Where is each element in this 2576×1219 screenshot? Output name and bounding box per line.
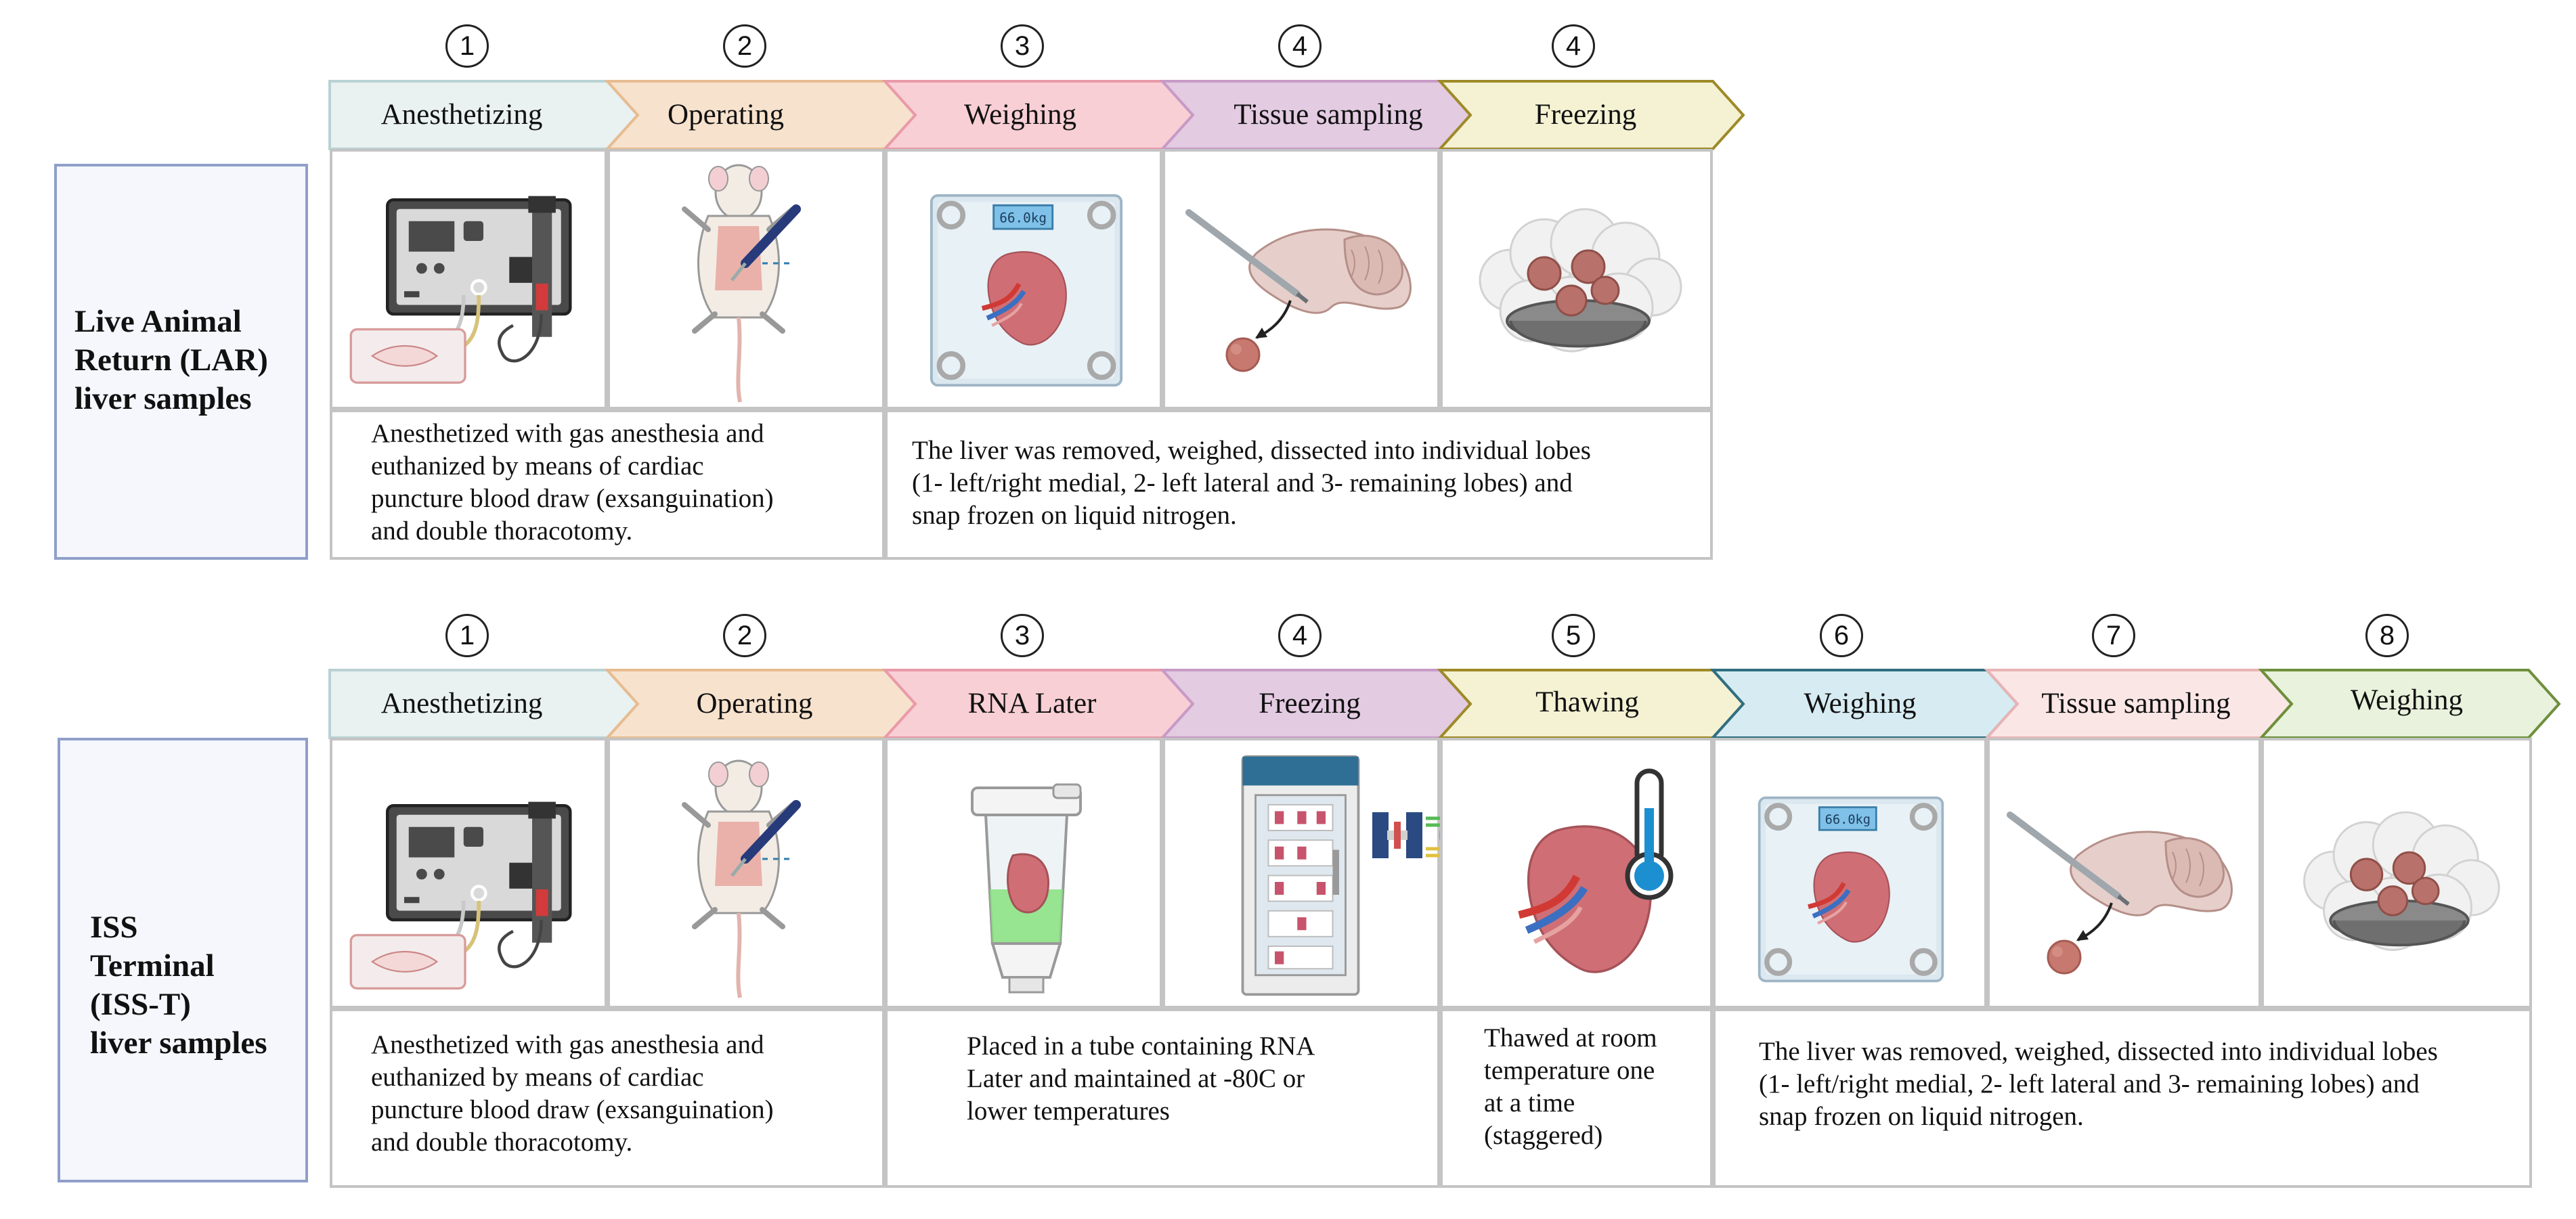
description-panel [885, 1009, 1440, 1188]
step-number-circle: 1 [445, 614, 489, 657]
image-panel [885, 738, 1162, 1009]
description-line: at a time [1484, 1088, 1575, 1117]
step-label-anesthetizing: Anesthetizing [380, 99, 543, 131]
tissue-sampling-icon [2003, 795, 2247, 984]
row-lar-title-line: Return (LAR) [74, 342, 268, 378]
step-number-circle: 8 [2365, 614, 2409, 657]
description-line: lower temperatures [967, 1096, 1170, 1126]
scale-display: 66.0kg [999, 210, 1047, 225]
step-label-freezing: Freezing [1534, 99, 1637, 131]
row-isst-title-box [58, 738, 308, 1182]
scale-display: 66.0kg [1825, 813, 1871, 827]
description-panel [1713, 1009, 2532, 1188]
description-panel [1440, 1009, 1713, 1188]
description-liver-processing: The liver was removed, weighed, dissecte… [1759, 1036, 2438, 1133]
step-number-circle: 2 [723, 24, 766, 68]
description-anesthesia: Anesthetized with gas anesthesia and eut… [371, 1029, 774, 1159]
step-number-circle: 3 [1001, 24, 1044, 68]
image-panel [330, 738, 607, 1009]
mouse-surgery-icon [678, 757, 813, 1001]
description-line: The liver was removed, weighed, dissecte… [1759, 1037, 2438, 1066]
step-number-circle: 4 [1278, 614, 1322, 657]
step-label-freezing: Freezing [1259, 688, 1361, 719]
image-panel [1162, 738, 1440, 1009]
step-label-rna-later: RNA Later [967, 688, 1097, 719]
thermometer-icon [1622, 768, 1676, 903]
row-lar-title: Live Animal Return (LAR) liver samples [74, 303, 268, 418]
description-line: Anesthetized with gas anesthesia and [371, 1030, 764, 1059]
description-line: The liver was removed, weighed, dissecte… [912, 436, 1591, 465]
description-panel [885, 409, 1713, 560]
image-panel [330, 149, 607, 409]
step-number-circle: 7 [2092, 614, 2135, 657]
description-rna-later: Placed in a tube containing RNA Later an… [967, 1030, 1315, 1128]
description-line: (1- left/right medial, 2- left lateral a… [1759, 1069, 2420, 1099]
step-label-operating: Operating [696, 688, 813, 719]
image-panel: 66.0kg [1713, 738, 1987, 1009]
row-lar-title-box [54, 164, 308, 560]
description-line: and double thoracotomy. [371, 516, 633, 546]
scale-with-liver-icon: 66.0kg [928, 192, 1125, 389]
step-number-circle: 3 [1001, 614, 1044, 657]
freezing-bowl-icon [2294, 808, 2504, 967]
step-number-circle: 6 [1820, 614, 1863, 657]
step-number-circle: 2 [723, 614, 766, 657]
description-line: and double thoracotomy. [371, 1128, 633, 1157]
step-label-weighing: Weighing [2350, 684, 2464, 716]
image-panel [1440, 149, 1713, 409]
image-panel [2261, 738, 2532, 1009]
row-isst-title-line: (ISS-T) [90, 987, 191, 1022]
step-label-tissue-sampling: Tissue sampling [1234, 99, 1423, 131]
description-line: puncture blood draw (exsanguination) [371, 1095, 774, 1124]
row-isst-title-line: liver samples [90, 1025, 267, 1061]
image-panel [1987, 738, 2261, 1009]
description-line: puncture blood draw (exsanguination) [371, 484, 774, 513]
step-number-circle: 4 [1278, 24, 1322, 68]
step-label-weighing: Weighing [1804, 688, 1917, 719]
step-number-circle: 5 [1552, 614, 1595, 657]
scale-with-liver-icon: 66.0kg [1756, 795, 1946, 984]
description-line: (1- left/right medial, 2- left lateral a… [912, 468, 1573, 497]
image-panel [1440, 738, 1713, 1009]
freezer-icon [1236, 749, 1365, 1002]
image-panel [607, 149, 885, 409]
row-lar-title-line: Live Animal [74, 304, 242, 339]
step-label-anesthetizing: Anesthetizing [380, 688, 543, 719]
step-number-circle: 4 [1552, 24, 1595, 68]
image-panel: 66.0kg [885, 149, 1162, 409]
description-line: snap frozen on liquid nitrogen. [1759, 1102, 2084, 1131]
step-label-thawing: Thawing [1535, 686, 1639, 718]
description-line: euthanized by means of cardiac [371, 451, 704, 481]
description-line: Later and maintained at -80C or [967, 1064, 1305, 1093]
step-label-weighing: Weighing [963, 99, 1077, 131]
description-line: Thawed at room [1484, 1023, 1657, 1052]
description-panel [330, 1009, 885, 1188]
anesthesia-machine-icon [349, 788, 593, 991]
description-line: temperature one [1484, 1056, 1655, 1085]
description-anesthesia: Anesthetized with gas anesthesia and eut… [371, 418, 774, 548]
description-line: Anesthetized with gas anesthesia and [371, 419, 764, 448]
description-line: euthanized by means of cardiac [371, 1063, 704, 1092]
description-thawing: Thawed at room temperature one at a time… [1484, 1022, 1657, 1152]
description-liver-processing: The liver was removed, weighed, dissecte… [912, 435, 1591, 532]
row-isst-title: ISS Terminal (ISS-T) liver samples [90, 908, 267, 1063]
step-label-operating: Operating [668, 99, 784, 131]
row-lar-title-line: liver samples [74, 381, 252, 416]
step-label-tissue-sampling: Tissue sampling [2041, 688, 2231, 719]
image-panel [607, 738, 885, 1009]
description-line: (staggered) [1484, 1121, 1603, 1150]
row-isst-title-line: Terminal [90, 948, 215, 983]
image-panel [1162, 149, 1440, 409]
description-panel [330, 409, 885, 560]
step-number-circle: 1 [445, 24, 489, 68]
rna-later-tube-icon [965, 781, 1087, 998]
description-line: Placed in a tube containing RNA [967, 1032, 1315, 1061]
row-isst-title-line: ISS [90, 910, 138, 945]
description-line: snap frozen on liquid nitrogen. [912, 501, 1237, 530]
